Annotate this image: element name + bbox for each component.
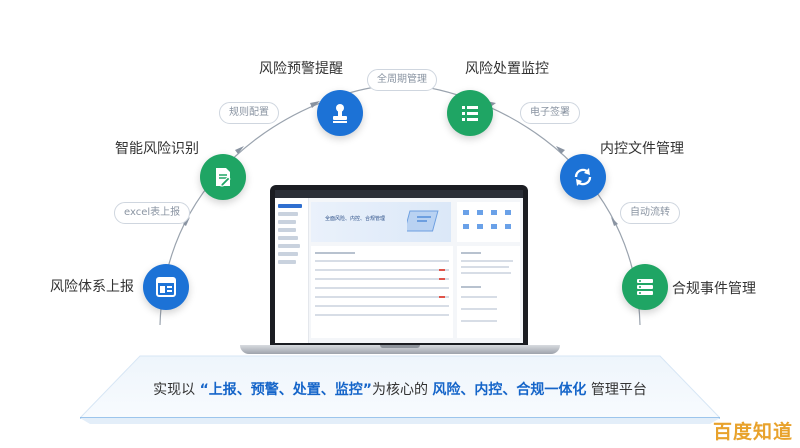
pill-auto: 自动流转 [620, 202, 680, 224]
laptop-screen: 全面风险、内控、合规管理 [275, 190, 523, 343]
report-node[interactable] [143, 264, 189, 310]
handle-label: 风险处置监控 [465, 61, 549, 77]
slogan-quote: “上报、预警、处置、监控” [199, 382, 372, 398]
watermark: 百度知道 [713, 421, 794, 443]
alert-label: 风险预警提醒 [259, 61, 343, 77]
report-form-icon [156, 277, 176, 297]
list-icon [462, 106, 478, 121]
compliance-label: 合规事件管理 [672, 281, 756, 297]
screen-quick-card [457, 202, 520, 242]
identify-node[interactable] [200, 154, 246, 200]
screen-side-panel [457, 246, 520, 338]
screen-banner: 全面风险、内控、合规管理 [311, 202, 451, 242]
pill-excel: excel表上报 [114, 202, 191, 224]
screen-table [311, 246, 453, 338]
report-label: 风险体系上报 [50, 279, 134, 295]
slogan-prefix: 实现以 [153, 382, 196, 398]
slogan-middle: 为核心的 [371, 382, 428, 398]
pill-rules: 规则配置 [219, 102, 279, 124]
stamp-icon [333, 104, 347, 123]
screen-banner-text: 全面风险、内控、合规管理 [325, 216, 386, 222]
handle-node[interactable] [447, 90, 493, 136]
document-edit-icon [216, 168, 231, 187]
laptop-base [240, 345, 560, 354]
slogan-suffix: 管理平台 [590, 382, 647, 398]
identify-label: 智能风险识别 [115, 141, 199, 157]
compliance-node[interactable] [622, 264, 668, 310]
laptop-notch [380, 345, 420, 348]
sync-icon [574, 168, 592, 186]
screen-sidebar [275, 198, 309, 343]
pill-lifecycle: 全周期管理 [367, 69, 437, 91]
slogan: 实现以 “上报、预警、处置、监控”为核心的 风险、内控、合规一体化 管理平台 [0, 379, 800, 399]
internal-node[interactable] [560, 154, 606, 200]
pill-esign: 电子签署 [520, 102, 580, 124]
slogan-highlight: 风险、内控、合规一体化 [432, 382, 587, 398]
internal-label: 内控文件管理 [600, 141, 684, 157]
alert-node[interactable] [317, 90, 363, 136]
screen-topbar [275, 190, 523, 198]
server-icon [637, 279, 653, 295]
platform-base [80, 355, 720, 424]
